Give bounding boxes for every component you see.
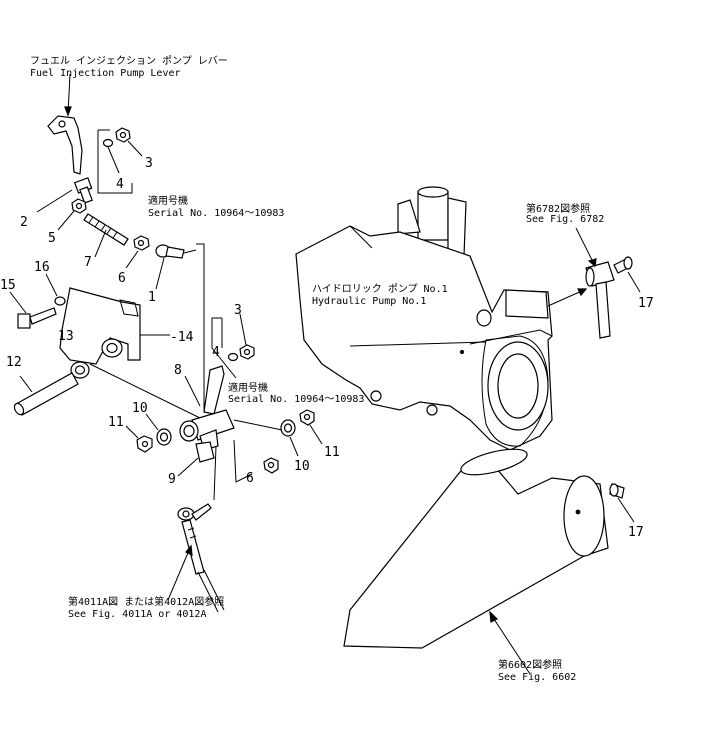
callout-fuel-lever-jp: フュエル インジェクション ポンプ レバー (30, 55, 228, 67)
part-number-2: 2 (20, 215, 28, 230)
hydraulic-pump-body (295, 186, 553, 451)
part-number-4-top: 4 (116, 177, 124, 192)
elbow-fitting-6782 (575, 227, 615, 339)
shaft-centerline (89, 363, 201, 419)
part-number-4-mid: 4 (212, 345, 220, 360)
callout-fig6602-en: See Fig. 6602 (498, 672, 576, 683)
callout-fig6602-jp: 第6602図参照 (498, 658, 562, 671)
callout-fig6782-en: See Fig. 6782 (526, 214, 604, 225)
part-number-8: 8 (174, 363, 182, 378)
washer-16 (45, 273, 66, 306)
part-number-6-upper: 6 (118, 271, 126, 286)
plug-17-bottom (609, 483, 635, 523)
nut-3-top (115, 127, 143, 157)
part-number-11-right: 11 (324, 445, 340, 460)
part-number-17-top: 17 (638, 296, 654, 311)
part-number-9: 9 (168, 472, 176, 487)
part-number-6-lower: 6 (246, 471, 254, 486)
rod-line (196, 243, 205, 412)
part-number-1: 1 (148, 290, 156, 305)
serial-bracket-top (97, 129, 133, 194)
callout-hyd-pump-jp: ハイドロリック ポンプ No.1 (312, 283, 448, 295)
part-number-17-bottom: 17 (628, 525, 644, 540)
nut-11-left (125, 425, 153, 453)
nut-3-mid (239, 313, 255, 360)
serial-bracket-mid (211, 317, 239, 379)
bolt-2 (36, 177, 93, 213)
part-number-10-right: 10 (294, 459, 310, 474)
fuel-injection-pump-lever (47, 73, 83, 175)
pump-port-line (547, 289, 585, 307)
bolt-15 (9, 291, 57, 329)
callout-serial-top-jp: 適用号機 (148, 194, 188, 207)
part-number-12: 12 (6, 355, 22, 370)
stud-7 (83, 213, 129, 258)
callout-fig4011-jp: 第4011A図 または第4012A図参照 (68, 595, 224, 608)
ball-joint-1 (155, 244, 197, 290)
part-number-10-left: 10 (132, 401, 148, 416)
plug-17-top (613, 256, 641, 293)
callout-serial-mid-jp: 適用号機 (228, 381, 268, 394)
callout-serial-mid-en: Serial No. 10964～10983 (228, 394, 364, 405)
bushing-10-left (145, 413, 172, 446)
pipe-6602 (343, 448, 609, 675)
pump-port-arrow (577, 288, 588, 297)
part-number-16: 16 (34, 260, 50, 275)
part-number-15: 15 (0, 278, 16, 293)
bracket-14 (59, 287, 170, 379)
callout-fuel-lever-en: Fuel Injection Pump Lever (30, 68, 181, 79)
bolt-9 (177, 441, 215, 477)
lever-8 (179, 365, 235, 451)
control-rod (167, 445, 225, 613)
part-number-14: -14 (170, 330, 194, 345)
leader-6-lower (233, 439, 253, 483)
part-number-7: 7 (84, 255, 92, 270)
part-number-13: 13 (58, 329, 74, 344)
part-number-5: 5 (48, 231, 56, 246)
pin-12 (13, 372, 79, 416)
part-number-3-mid: 3 (234, 303, 242, 318)
part-number-11-left: 11 (108, 415, 124, 430)
bushing-10-right (280, 419, 299, 457)
nut-6-upper (125, 235, 150, 269)
callout-fig6782-jp: 第6782図参照 (526, 202, 590, 215)
shaft-centerline-right (233, 419, 283, 431)
callout-fig4011-en: See Fig. 4011A or 4012A (68, 609, 206, 620)
callout-serial-top-en: Serial No. 10964～10983 (148, 208, 284, 219)
nut-5 (57, 198, 87, 231)
part-number-3-top: 3 (145, 156, 153, 171)
nut-11-right (299, 409, 323, 445)
nut-6-lower (263, 457, 279, 474)
callout-hyd-pump-en: Hydraulic Pump No.1 (312, 296, 426, 307)
